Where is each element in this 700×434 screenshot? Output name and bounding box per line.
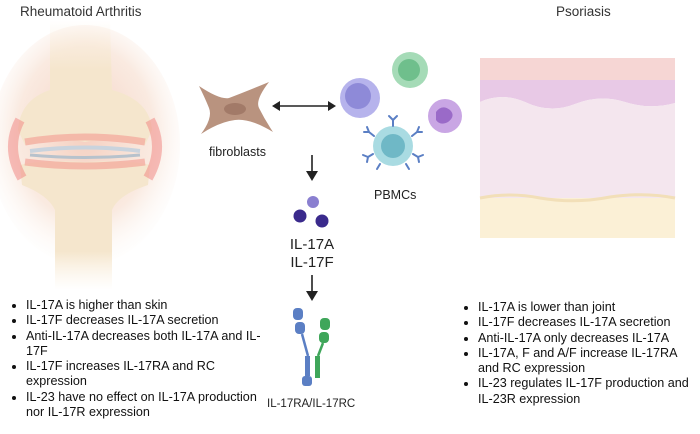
skin-layers-illustration [479, 58, 676, 238]
psoriasis-finding-2: IL-17F decreases IL-17A secretion [478, 315, 700, 330]
double-arrow [272, 101, 336, 111]
ra-findings-list: IL-17A is higher than skin IL-17F decrea… [6, 298, 264, 420]
pbmcs-label: PBMCs [374, 188, 417, 202]
il17-receptor-complex [293, 308, 330, 386]
pbmc-cells [340, 52, 462, 170]
ra-finding-3: Anti-IL-17A decreases both IL-17A and IL… [26, 329, 264, 360]
psoriasis-finding-1: IL-17A is lower than joint [478, 300, 700, 315]
knee-joint-illustration [0, 20, 180, 290]
psoriasis-title: Psoriasis [556, 4, 611, 19]
down-arrow-top [306, 155, 318, 181]
down-arrow-bottom [306, 275, 318, 301]
il17f-label: IL-17F [290, 254, 334, 271]
fibroblasts-label: fibroblasts [209, 145, 266, 159]
psoriasis-finding-4: IL-17A, F and A/F increase IL-17RA and R… [478, 346, 700, 377]
psoriasis-findings-list: IL-17A is lower than joint IL-17F decrea… [458, 300, 700, 407]
ra-title: Rheumatoid Arthritis [20, 4, 142, 19]
cytokine-names: IL-17A IL-17F [280, 236, 344, 272]
ra-finding-5: IL-23 have no effect on IL-17A productio… [26, 390, 264, 421]
ra-finding-1: IL-17A is higher than skin [26, 298, 264, 313]
il17a-label: IL-17A [289, 236, 335, 253]
ra-finding-4: IL-17F increases IL-17RA and RC expressi… [26, 359, 264, 390]
fibroblast-cell [199, 82, 273, 134]
psoriasis-finding-3: Anti-IL-17A only decreases IL-17A [478, 331, 700, 346]
cytokine-molecules [293, 196, 329, 228]
ra-finding-2: IL-17F decreases IL-17A secretion [26, 313, 264, 328]
receptor-label: IL-17RA/IL-17RC [267, 398, 356, 410]
psoriasis-finding-5: IL-23 regulates IL-17F production and IL… [478, 376, 700, 407]
